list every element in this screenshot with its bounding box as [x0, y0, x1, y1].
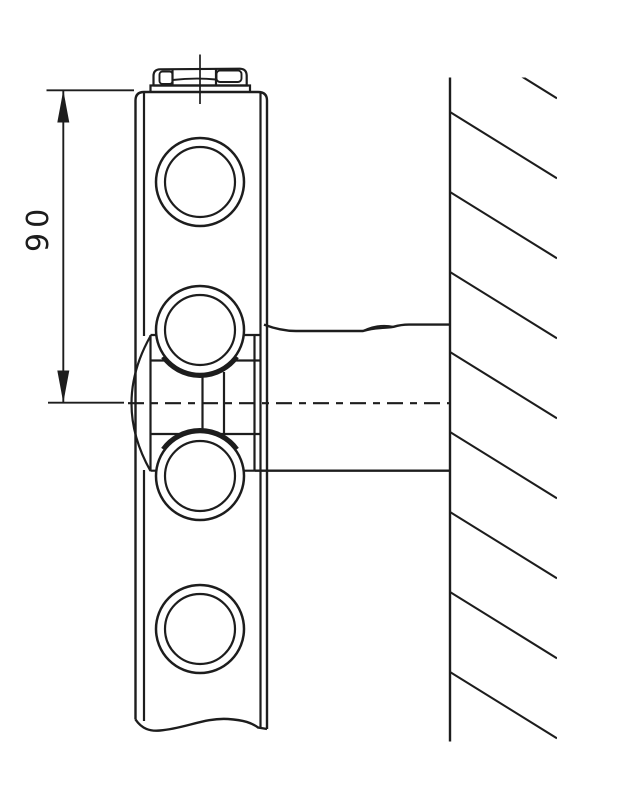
bar-top-edge [134, 90, 269, 101]
arm-top-edge [263, 323, 450, 333]
hole-1-inner [163, 145, 237, 219]
wall [448, 77, 557, 742]
arm-crimp-tick [373, 325, 387, 330]
hole-3-inner [163, 439, 237, 513]
hole-4-outer [154, 583, 246, 675]
hole-2-inner [163, 293, 237, 367]
dimension-arrow-down [57, 370, 70, 403]
hex-bolt [149, 54, 252, 104]
dimension-value: 90 [21, 204, 56, 252]
wall-arm [255, 323, 450, 472]
hole-4-inner [163, 592, 237, 666]
hole-3-outer [154, 430, 246, 522]
dimension-arrow-up [57, 90, 70, 123]
hole-2-outer [154, 284, 246, 376]
bolt-face-detail-center [172, 77, 217, 81]
bar-holes [154, 136, 246, 675]
bolt-head-outline [152, 67, 248, 87]
dimension-90: 90 [21, 89, 134, 404]
mounting-bar [134, 90, 269, 732]
bolt-face-detail-left [158, 70, 174, 85]
hatch-lines [450, 77, 557, 740]
bolt-face-detail-right [215, 69, 243, 83]
hole-1-outer [154, 136, 246, 228]
wall-hatching [450, 77, 557, 740]
hole-3-seat-arc [161, 428, 239, 451]
bar-break-line [134, 717, 268, 732]
hole-2-seat-arc [161, 355, 239, 378]
